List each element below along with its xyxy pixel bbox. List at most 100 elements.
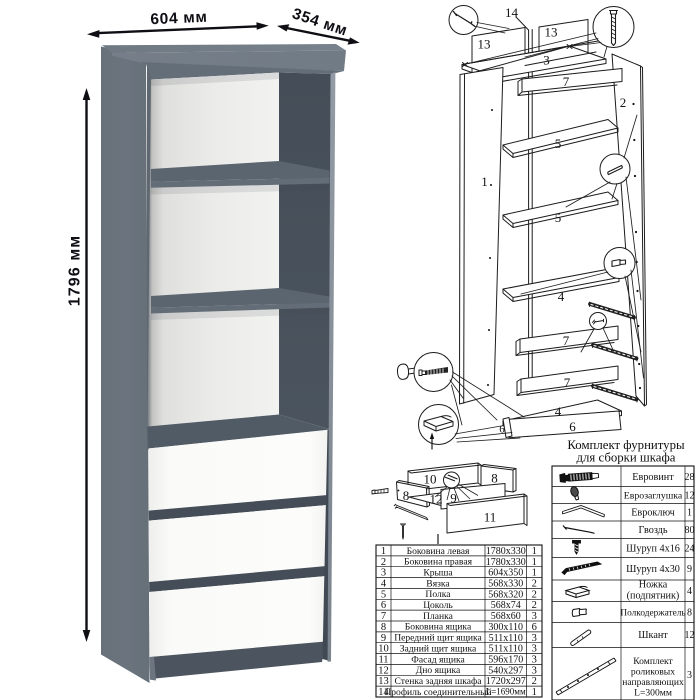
svg-text:7: 7 [381, 611, 386, 622]
svg-text:568х74: 568х74 [491, 600, 521, 611]
svg-text:13: 13 [478, 37, 491, 52]
svg-text:2: 2 [381, 557, 386, 568]
svg-text:1: 1 [532, 557, 537, 568]
svg-text:4: 4 [558, 289, 565, 304]
svg-text:Комплект: Комплект [633, 656, 673, 667]
svg-text:8: 8 [687, 608, 692, 619]
svg-text:Евроключ: Евроключ [631, 508, 675, 519]
svg-text:Задний щит ящика: Задний щит ящика [400, 643, 477, 654]
svg-text:6: 6 [499, 424, 505, 436]
svg-text:Цоколь: Цоколь [423, 600, 453, 611]
svg-text:Шуруп 4х30: Шуруп 4х30 [626, 564, 680, 575]
svg-text:Еврозаглушка: Еврозаглушка [624, 491, 683, 502]
svg-text:4: 4 [381, 579, 387, 590]
svg-text:5: 5 [381, 589, 386, 600]
svg-text:12: 12 [378, 665, 389, 676]
svg-text:6: 6 [569, 419, 576, 434]
svg-text:80: 80 [685, 525, 695, 536]
svg-text:роликовых: роликовых [631, 667, 675, 678]
svg-text:L=1690мм: L=1690мм [486, 687, 526, 697]
svg-text:568х60: 568х60 [491, 611, 521, 622]
svg-text:2: 2 [532, 676, 537, 687]
svg-text:12: 12 [685, 630, 695, 641]
svg-text:13: 13 [545, 25, 558, 40]
svg-text:Полка: Полка [425, 589, 451, 600]
svg-text:Полкодержатель: Полкодержатель [620, 609, 685, 619]
svg-text:8: 8 [403, 488, 410, 503]
svg-text:2: 2 [532, 589, 537, 600]
svg-text:5: 5 [555, 210, 562, 225]
svg-text:13: 13 [378, 676, 389, 687]
svg-text:Боковина левая: Боковина левая [407, 546, 470, 557]
svg-text:9: 9 [450, 491, 457, 506]
svg-text:8: 8 [381, 622, 386, 633]
svg-text:(подпятник): (подпятник) [627, 591, 680, 602]
svg-text:568х320: 568х320 [488, 589, 523, 600]
svg-text:9: 9 [381, 633, 386, 644]
svg-text:10: 10 [424, 472, 437, 487]
svg-text:604 мм: 604 мм [150, 9, 208, 29]
svg-text:511х110: 511х110 [489, 644, 523, 655]
svg-text:9: 9 [687, 564, 692, 575]
svg-text:3: 3 [532, 665, 537, 676]
svg-text:14: 14 [378, 687, 389, 698]
svg-text:3: 3 [532, 633, 537, 644]
svg-text:L=300мм: L=300мм [634, 688, 672, 699]
svg-text:7: 7 [563, 74, 570, 89]
svg-text:4: 4 [687, 586, 692, 597]
svg-text:1: 1 [481, 174, 488, 189]
svg-text:направляющих: направляющих [622, 677, 684, 688]
svg-text:Шуруп 4х16: Шуруп 4х16 [626, 544, 680, 555]
svg-text:1780х330: 1780х330 [486, 546, 526, 557]
svg-text:3: 3 [532, 655, 537, 666]
svg-text:11: 11 [378, 655, 388, 666]
svg-text:28: 28 [685, 472, 695, 483]
svg-text:1796 мм: 1796 мм [67, 235, 84, 306]
svg-text:511х110: 511х110 [489, 633, 523, 644]
svg-text:Стенка задняя шкафа: Стенка задняя шкафа [395, 676, 483, 687]
svg-text:Планка: Планка [423, 611, 454, 622]
svg-text:1720х297: 1720х297 [486, 676, 526, 687]
svg-text:Вязка: Вязка [426, 578, 450, 589]
svg-text:для сборки шкафа: для сборки шкафа [577, 451, 676, 465]
svg-text:6: 6 [381, 600, 386, 611]
svg-text:6: 6 [532, 622, 537, 633]
svg-text:3: 3 [381, 568, 386, 579]
svg-text:Дно ящика: Дно ящика [416, 665, 461, 676]
svg-text:10: 10 [378, 644, 389, 655]
svg-text:1: 1 [532, 546, 537, 557]
svg-text:8: 8 [491, 471, 498, 486]
svg-text:2: 2 [532, 579, 537, 590]
svg-text:1: 1 [532, 568, 537, 579]
svg-text:3: 3 [543, 53, 550, 68]
svg-text:1: 1 [687, 508, 692, 519]
svg-text:Комплект фурнитуры: Комплект фурнитуры [567, 438, 685, 452]
svg-text:Крыша: Крыша [423, 568, 453, 579]
svg-text:Передний щит ящика: Передний щит ящика [394, 633, 482, 644]
svg-text:24: 24 [685, 544, 695, 555]
svg-text:Гвоздь: Гвоздь [638, 525, 667, 536]
svg-text:Профиль соединительный: Профиль соединительный [384, 687, 491, 698]
svg-text:3: 3 [687, 670, 692, 681]
svg-text:1: 1 [532, 687, 537, 698]
svg-text:7: 7 [563, 333, 570, 348]
svg-text:Евровинт: Евровинт [632, 472, 674, 483]
svg-text:12: 12 [685, 491, 695, 502]
svg-text:568х330: 568х330 [488, 579, 523, 590]
svg-text:12: 12 [430, 492, 443, 507]
svg-text:300х110: 300х110 [488, 622, 523, 633]
svg-text:2: 2 [532, 600, 537, 611]
svg-text:11: 11 [484, 510, 497, 525]
svg-text:596х170: 596х170 [488, 655, 523, 666]
svg-text:Ножка: Ножка [639, 580, 668, 591]
svg-text:14: 14 [505, 5, 519, 20]
svg-text:1: 1 [381, 546, 386, 557]
svg-text:1780х330: 1780х330 [486, 557, 526, 568]
svg-text:540х297: 540х297 [488, 665, 523, 676]
svg-text:3: 3 [532, 644, 537, 655]
svg-text:604х350: 604х350 [488, 568, 523, 579]
svg-text:Боковина ящика: Боковина ящика [405, 622, 472, 633]
svg-text:Шкант: Шкант [638, 630, 668, 641]
svg-text:3: 3 [532, 611, 537, 622]
svg-text:5: 5 [555, 136, 562, 151]
